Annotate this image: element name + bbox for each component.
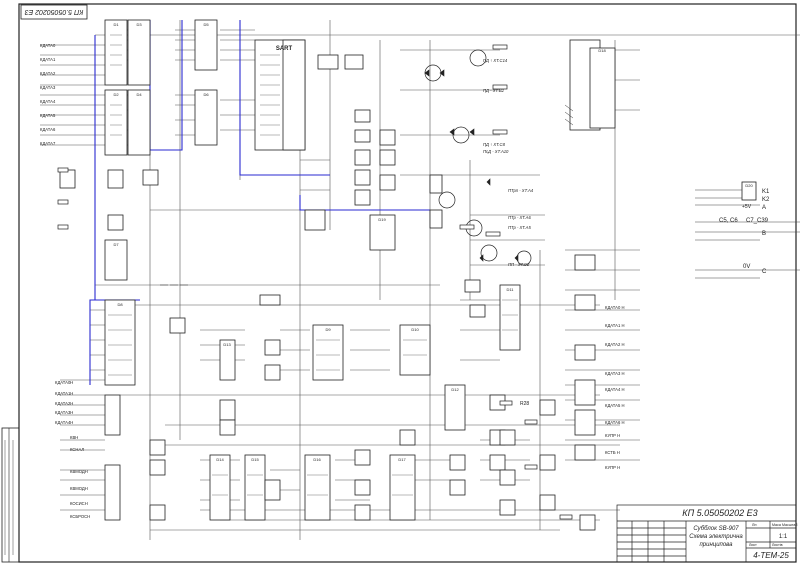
right-output-labels: КДАТА0 Н КДАТА1 Н КДАТА2 Н КДАТА3 Н КДАТ… [605,305,624,470]
drawing-code: КП 5.05050202 Е3 [682,508,757,518]
input-label: КДАТА2Н [55,401,73,406]
connector-ladders [160,104,574,286]
drawing-title-1: Субблок SB-907 [693,526,739,532]
ov-label: 0V [743,264,750,270]
chip-label: D19 [378,217,386,222]
k2-label: K2 [762,197,770,203]
output-label: КДАТА4 Н [605,387,624,392]
c-label: C [762,269,767,275]
input-label: КВМОДН [70,486,88,491]
c7c39-label: C7_C39 [746,218,769,224]
col-mass: Маса [772,523,781,527]
drawing-title-2: Схема электрична [689,534,743,540]
input-label: КДАТА0Н [55,380,73,385]
rotated-stamp-code: КП 5.05050202 Е3 [25,8,84,15]
sart-label: SART [276,46,293,52]
chip-label: D12 [451,387,459,392]
relay-label: ПД ↑ ХТ.С14 [483,58,508,63]
input-label: КДАТА0 [40,43,56,48]
chip-label: D17 [398,457,406,462]
output-label: КДАТА0 Н [605,305,624,310]
input-label: КДАТА1Н [55,391,73,396]
chip-label: D14 [216,457,224,462]
side-column [4,440,14,555]
input-label: КСНАЛ [70,447,84,452]
a-label: A [762,205,766,211]
chip-label: D11 [506,287,514,292]
drawing-group: 4-ТЕМ-25 [753,551,789,560]
chip-label: D3 [136,22,142,27]
chip-label: D1 [113,22,119,27]
input-label: КДАТА7 [40,141,56,146]
rotated-stamp: КП 5.05050202 Е3 [20,4,88,20]
output-label: КДАТА5 Н [605,403,624,408]
relay-label: ПП - ХТ.С2 [508,262,530,267]
input-label: КВН [70,435,78,440]
relay-label: ПД - ХТ.В2 [483,88,505,93]
relay-label: ПТр - ХТ.А6 [508,215,531,220]
transistors [424,49,532,266]
left-input-labels: КДАТА0 КДАТА1 КДАТА2 КДАТА3 КДАТА4 КДАТА… [40,43,56,146]
input-label: КДАТА3Н [55,410,73,415]
relay-label: ПД ↑ ХТ.С8 [483,142,506,147]
col-scale: Масштаб [782,523,797,527]
col-sheets: Листів [772,543,783,547]
input-label: КДАТА1 [40,57,56,62]
input-label: КДАТА4Н [55,420,73,425]
left-input-labels-2: КДАТА0Н КДАТА1Н КДАТА2Н КДАТА3Н КДАТА4Н … [55,380,90,519]
relay-label: ПТр - ХТ.А5 [508,225,531,230]
chips [59,19,757,531]
power-block: K1 K2 +5V A C5, C6 C7_C39 B 0V C [695,189,800,279]
input-label: КВМОДН [70,469,88,474]
diodes [424,69,519,262]
c5c6-label: C5, C6 [719,218,738,224]
input-label: КОСИСН [70,501,88,506]
resistors [57,44,573,520]
chip-label: D4 [136,92,142,97]
chip-label: D18 [598,48,606,53]
output-label: КДАТА1 Н [605,323,624,328]
chip-label: D2 [113,92,119,97]
input-label: КДАТА4 [40,99,56,104]
chip-label: D6 [203,92,209,97]
v-label: B [762,231,766,237]
chip-label: D5 [203,22,209,27]
col-sheet: Лист [749,543,757,547]
r28-label: R28 [520,401,529,407]
input-label: КДАТА6 [40,127,56,132]
output-label: КСТБ Н [605,450,620,455]
chip-label: D10 [411,327,419,332]
drawing-title-3: принципова [699,542,733,548]
chip-label: D7 [113,242,119,247]
relay-label: ПсД - ХТ.А10 [483,149,509,154]
chip-label: D16 [313,457,321,462]
k1-label: K1 [762,189,770,195]
output-label: КДАТА3 Н [605,371,624,376]
output-label: КДАТА2 Н [605,342,624,347]
chip-label: D20 [745,183,753,188]
relay-label: ПТрп - ХТ.А4 [508,188,534,193]
input-label: КСБРОСН [70,514,90,519]
plus5v-label: +5V [742,204,752,210]
input-label: КДАТА2 [40,71,56,76]
drawing-scale: 1:1 [779,534,788,540]
relay-labels: ПД ↑ ХТ.С14 ПД - ХТ.В2 ПД ↑ ХТ.С8 ПсД - … [483,58,534,267]
chip-label: D13 [223,342,231,347]
chip-label: D9 [325,327,331,332]
output-label: КУПР Н [605,465,620,470]
output-label: КДАТА6 Н [605,420,624,425]
chip-label: D15 [251,457,259,462]
input-label: КДАТА3 [40,85,56,90]
input-label: КДАТА5 [40,113,56,118]
col-lit: Літ. [752,523,757,527]
chip-labels: D1 D2 D3 D4 D5 D6 D7 D8 D9 D10 D11 D12 D… [113,22,753,462]
drawing-frame [1,3,797,563]
chip-label: D8 [117,302,123,307]
chip-pin-marks [108,34,518,496]
output-label: КУПР Н [605,433,620,438]
title-block [616,504,797,563]
